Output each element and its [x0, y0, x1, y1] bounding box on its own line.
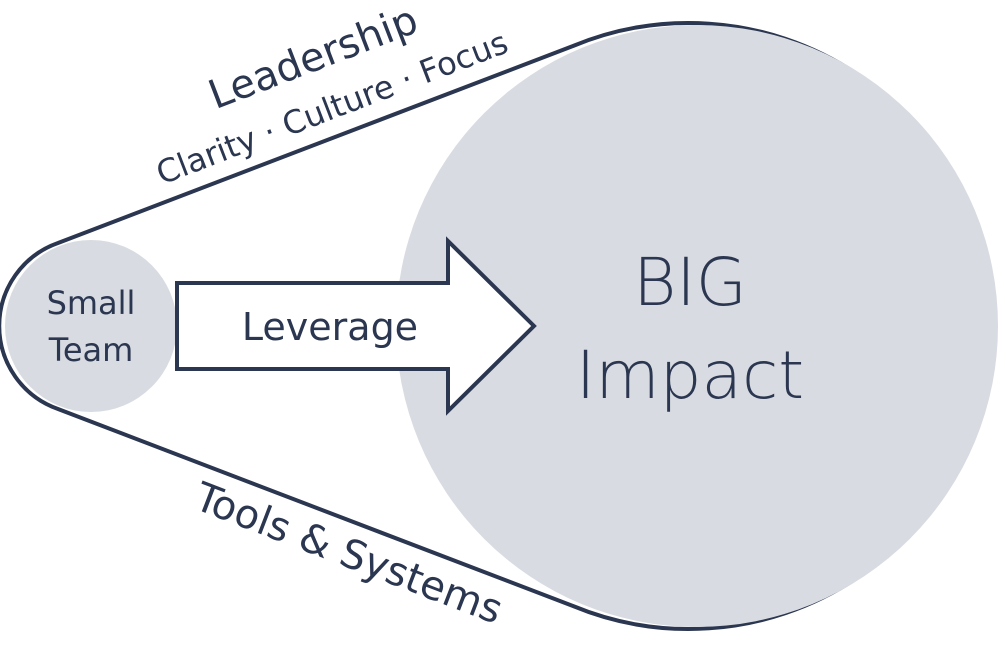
leverage-arrow	[175, 236, 537, 416]
big-impact-label-line1: BIG	[633, 244, 747, 321]
small-team-label-line2: Team	[48, 331, 134, 369]
small-team-circle	[5, 240, 177, 412]
leverage-label: Leverage	[242, 305, 418, 349]
small-team-label-line1: Small	[47, 284, 136, 322]
big-impact-circle	[396, 25, 998, 627]
big-impact-label-line2: Impact	[576, 337, 804, 414]
